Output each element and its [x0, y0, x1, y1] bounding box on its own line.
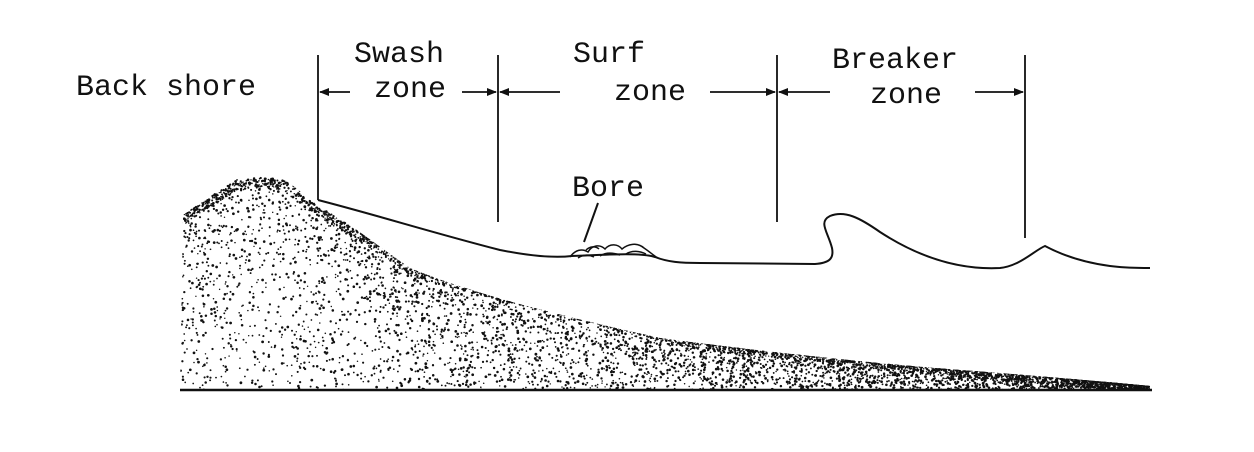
bore-pointer: [583, 202, 599, 243]
water-surface: [317, 199, 1151, 270]
bore-label: Bore: [572, 172, 644, 206]
swash-zone-label-line1: Swash: [354, 38, 444, 72]
bore-foam: [569, 243, 659, 259]
surf-zone-label-line2: zone: [614, 76, 686, 110]
back-shore-label: Back shore: [76, 71, 256, 105]
sand-body: [180, 176, 1150, 390]
surf-zone-label-line1: Surf: [573, 38, 645, 72]
breaker-zone-label-line2: zone: [870, 79, 942, 113]
swash-zone-label-line2: zone: [374, 73, 446, 107]
breaker-zone-label-line1: Breaker: [832, 44, 958, 78]
